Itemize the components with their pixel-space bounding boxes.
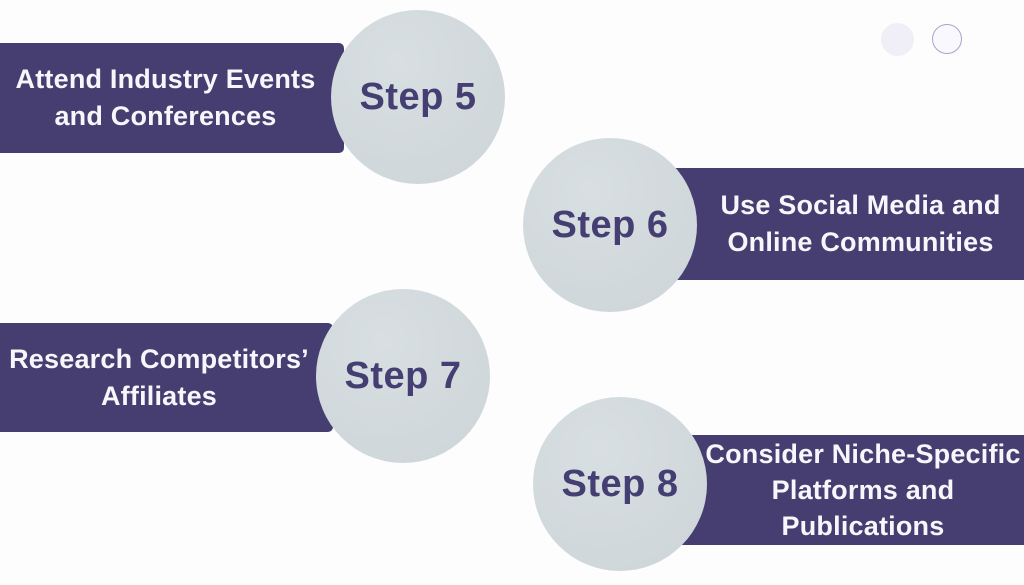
step-8-circle: Step 8	[533, 397, 707, 571]
step-8-title-line-1: Consider Niche-Specific	[705, 439, 1021, 469]
step-6-title-line-1: Use Social Media and	[720, 190, 1001, 220]
step-8-banner: Consider Niche-Specific Platforms and Pu…	[660, 435, 1024, 545]
step-8-title-line-2: Platforms and	[771, 475, 955, 505]
step-6-label: Step 6	[551, 203, 669, 246]
step-7-title-line-1: Research Competitors’	[9, 343, 309, 374]
step-8-label: Step 8	[561, 462, 679, 505]
step-5-label: Step 5	[359, 75, 477, 118]
step-7-title: Research Competitors’ Affiliates	[0, 341, 318, 415]
step-8-title-line-3: Publications	[781, 511, 945, 541]
step-6-banner: Use Social Media and Online Communities	[648, 168, 1024, 280]
step-7-label: Step 7	[344, 354, 462, 397]
step-5-title: Attend Industry Events and Conferences	[0, 61, 331, 135]
step-5-title-line-2: and Conferences	[54, 101, 277, 131]
step-7-banner: Research Competitors’ Affiliates	[0, 323, 333, 432]
step-7-title-line-2: Affiliates	[100, 380, 218, 411]
step-6-title: Use Social Media and Online Communities	[697, 187, 1024, 261]
step-6-title-line-2: Online Communities	[727, 227, 994, 257]
filled-dot	[881, 23, 914, 56]
outlined-dot	[932, 24, 962, 54]
step-5-circle: Step 5	[331, 10, 505, 184]
step-8-title: Consider Niche-Specific Platforms and Pu…	[702, 436, 1024, 544]
step-7-circle: Step 7	[316, 289, 490, 463]
step-5-banner: Attend Industry Events and Conferences	[0, 43, 344, 153]
step-6-circle: Step 6	[523, 138, 697, 312]
step-5-title-line-1: Attend Industry Events	[15, 64, 316, 94]
